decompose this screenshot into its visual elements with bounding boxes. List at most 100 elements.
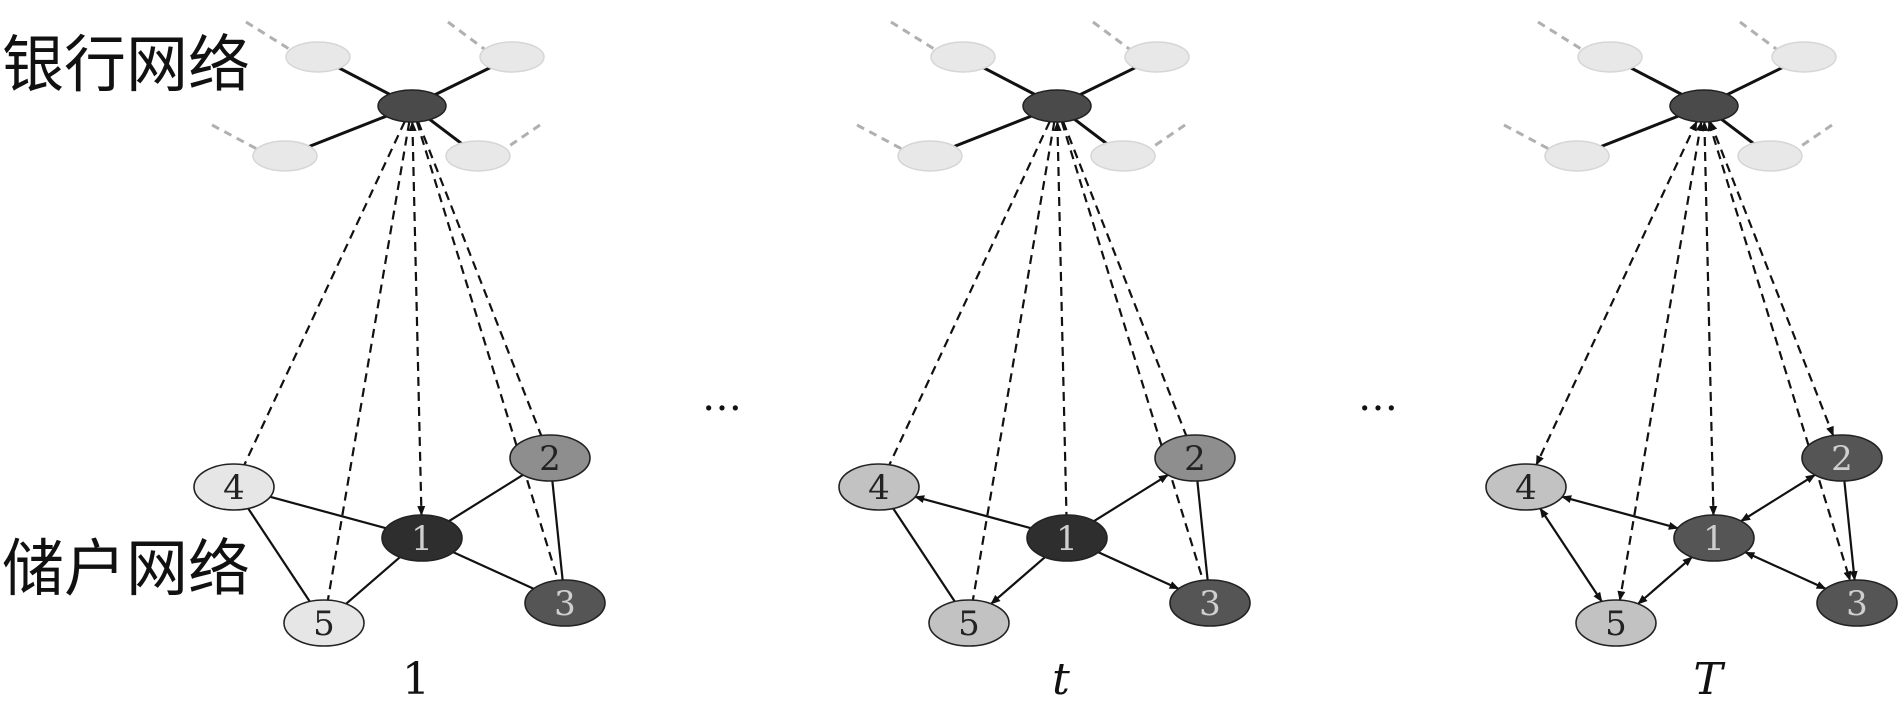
depositor-edge-2-3 bbox=[1843, 480, 1858, 582]
depositor-network-label: 储户网络 bbox=[2, 532, 250, 605]
bank-link-node-4 bbox=[243, 121, 406, 466]
depositor-node-3: 3 bbox=[524, 579, 606, 627]
depositor-edge-5-1 bbox=[345, 556, 401, 605]
depositor-node-shape bbox=[1485, 463, 1567, 511]
depositor-node-label: 5 bbox=[958, 604, 980, 644]
bank-peripheral-stub bbox=[211, 123, 264, 154]
depositor-edge-1-2 bbox=[1740, 473, 1816, 523]
depositor-node-4: 4 bbox=[838, 463, 920, 511]
depositor-node-shape bbox=[1801, 434, 1883, 482]
depositor-edge-4-1 bbox=[269, 495, 387, 530]
bank-peripheral-node bbox=[252, 140, 318, 172]
panel-label: 1 bbox=[402, 654, 430, 703]
bank-peripheral-node bbox=[930, 41, 996, 73]
depositor-edge-5-1 bbox=[1637, 556, 1693, 605]
depositor-edges bbox=[247, 473, 564, 605]
depositor-node-shape bbox=[381, 514, 463, 562]
depositor-node-2: 2 bbox=[509, 434, 591, 482]
depositor-node-shape bbox=[838, 463, 920, 511]
depositor-edge-4-5 bbox=[892, 507, 956, 603]
bank-link-node-3 bbox=[1707, 120, 1852, 582]
bank-link-node-5 bbox=[326, 121, 411, 601]
bank-hub-node bbox=[1022, 89, 1092, 123]
depositor-node-5: 5 bbox=[283, 599, 365, 647]
ellipsis-1: … bbox=[702, 374, 742, 420]
panel-1: 1 2 3 4 5 1 bbox=[193, 20, 606, 703]
depositor-node-label: 4 bbox=[1515, 468, 1537, 508]
depositor-node-1: 1 bbox=[1673, 514, 1755, 562]
bank-link-node-1 bbox=[1053, 120, 1068, 516]
depositor-edge-2-3 bbox=[1196, 480, 1209, 581]
depositor-edge-1-3 bbox=[1097, 551, 1180, 590]
bank-link-node-3 bbox=[1060, 121, 1205, 581]
depositor-node-3: 3 bbox=[1816, 579, 1898, 627]
depositor-node-shape bbox=[1169, 579, 1251, 627]
depositor-node-label: 3 bbox=[554, 584, 576, 624]
depositor-node-2: 2 bbox=[1801, 434, 1883, 482]
depositor-node-label: 1 bbox=[1056, 519, 1078, 559]
panel-label: T bbox=[1693, 654, 1726, 703]
depositor-node-5: 5 bbox=[1575, 599, 1657, 647]
bank-hub-node bbox=[377, 89, 447, 123]
bank-peripheral-stub bbox=[447, 20, 491, 55]
depositor-edges bbox=[892, 473, 1209, 605]
bank-peripheral-node bbox=[1577, 41, 1643, 73]
bank-peripheral-node bbox=[1544, 140, 1610, 172]
bank-link-node-4 bbox=[888, 121, 1051, 466]
depositor-node-shape bbox=[509, 434, 591, 482]
bank-link-node-1 bbox=[1700, 120, 1718, 517]
panel-3: 1 2 3 4 5T bbox=[1485, 20, 1898, 703]
depositor-node-shape bbox=[1575, 599, 1657, 647]
depositor-node-shape bbox=[524, 579, 606, 627]
bank-link-node-3 bbox=[415, 121, 560, 581]
depositor-node-1: 1 bbox=[381, 514, 463, 562]
depositor-node-label: 1 bbox=[1703, 519, 1725, 559]
depositor-node-label: 3 bbox=[1199, 584, 1221, 624]
bank-peripheral-stub bbox=[856, 123, 909, 154]
ellipsis-2: … bbox=[1358, 374, 1398, 420]
depositor-node-shape bbox=[193, 463, 275, 511]
bank-link-node-5 bbox=[1617, 120, 1704, 602]
depositor-node-shape bbox=[1816, 579, 1898, 627]
depositor-node-shape bbox=[283, 599, 365, 647]
depositor-node-shape bbox=[1154, 434, 1236, 482]
depositor-node-label: 2 bbox=[1831, 439, 1853, 479]
depositor-node-shape bbox=[1673, 514, 1755, 562]
depositor-edges bbox=[1539, 473, 1858, 605]
bank-peripheral-node bbox=[897, 140, 963, 172]
depositor-node-label: 1 bbox=[411, 519, 433, 559]
depositor-nodes: 1 2 3 4 5 bbox=[193, 434, 606, 647]
bank-depositor-links bbox=[1535, 120, 1852, 602]
bank-peripheral-node bbox=[1090, 140, 1156, 172]
depositor-nodes: 1 2 3 4 5 bbox=[838, 434, 1251, 647]
bank-hub-node bbox=[1669, 89, 1739, 123]
depositor-node-label: 4 bbox=[868, 468, 890, 508]
bank-network-cluster bbox=[856, 20, 1190, 172]
depositor-node-label: 4 bbox=[223, 468, 245, 508]
depositor-node-3: 3 bbox=[1169, 579, 1251, 627]
bank-peripheral-node bbox=[285, 41, 351, 73]
depositor-edge-4-1 bbox=[1561, 495, 1679, 530]
bank-network-cluster bbox=[211, 20, 545, 172]
depositor-node-label: 5 bbox=[313, 604, 335, 644]
bank-network-label: 银行网络 bbox=[2, 28, 250, 101]
depositor-node-4: 4 bbox=[193, 463, 275, 511]
bank-peripheral-stub bbox=[1791, 123, 1833, 154]
depositor-edge-1-2 bbox=[448, 473, 524, 523]
bank-link-node-2 bbox=[417, 121, 543, 436]
depositor-edge-1-3 bbox=[452, 551, 535, 590]
depositor-nodes: 1 2 3 4 5 bbox=[1485, 434, 1898, 647]
depositor-edge-4-5 bbox=[1539, 507, 1603, 603]
bank-peripheral-node bbox=[445, 140, 511, 172]
bank-peripheral-stub bbox=[1503, 123, 1556, 154]
depositor-node-label: 5 bbox=[1605, 604, 1627, 644]
bank-peripheral-stub bbox=[890, 20, 942, 55]
bank-link-node-1 bbox=[408, 120, 426, 517]
depositor-node-label: 2 bbox=[539, 439, 561, 479]
depositor-node-2: 2 bbox=[1154, 434, 1236, 482]
depositor-node-shape bbox=[928, 599, 1010, 647]
bank-peripheral-stub bbox=[1144, 123, 1186, 154]
bank-peripheral-stub bbox=[1092, 20, 1136, 55]
